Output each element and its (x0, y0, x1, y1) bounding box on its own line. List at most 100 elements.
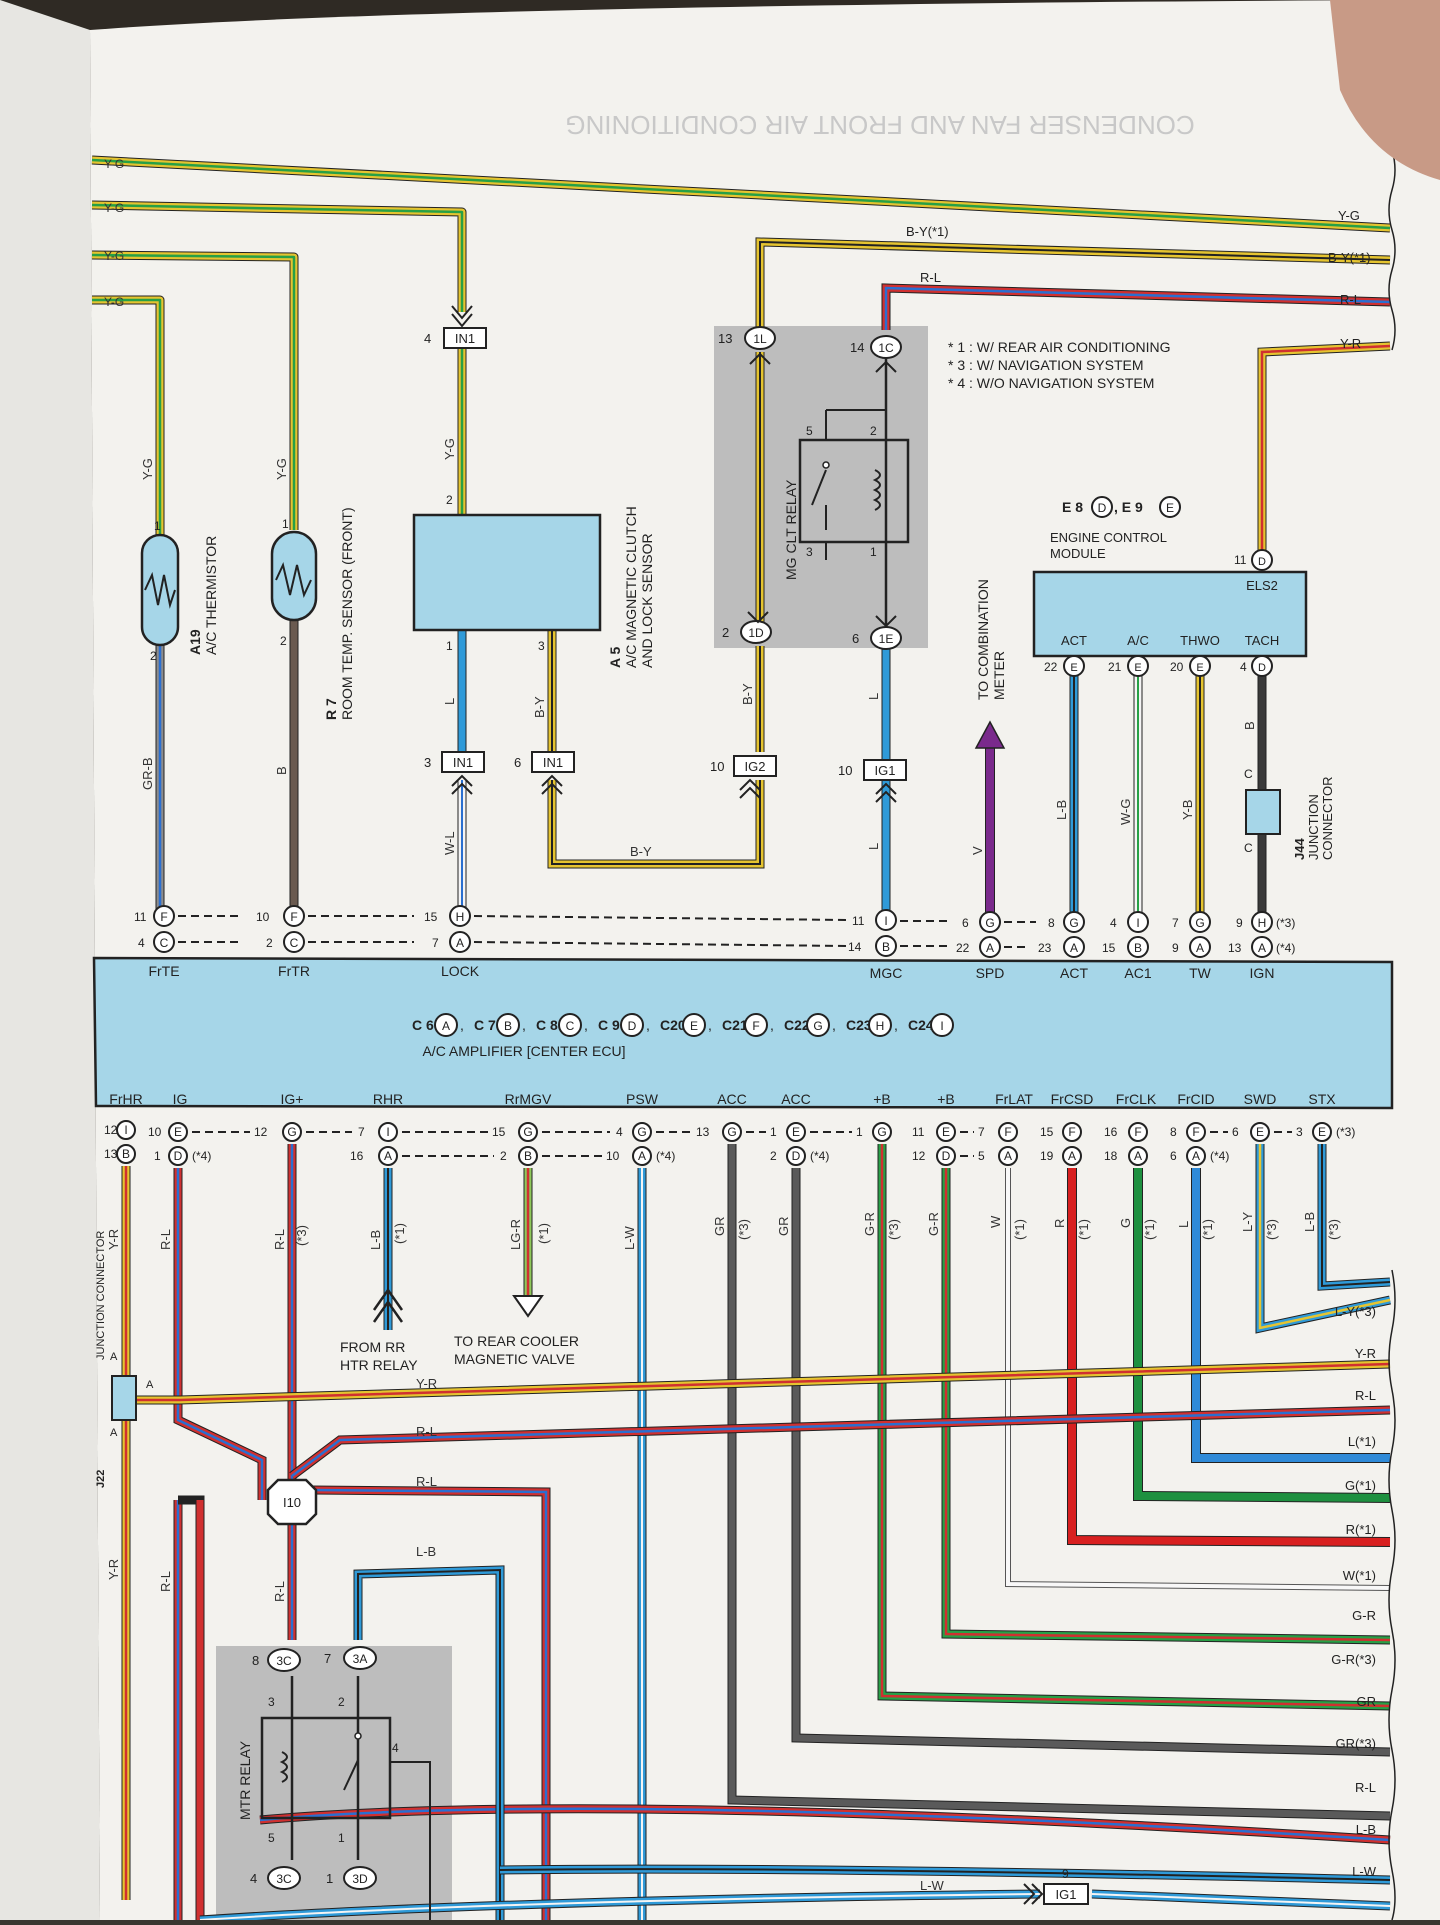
by-loop-wire: B-Y (547, 780, 765, 869)
right-edge-bottom-labels: L-Y(*3)Y-RR-LL(*1)G(*1)R(*1)W(*1)G-RG-R(… (1331, 1304, 1376, 1879)
ecm-conn2: E (1166, 501, 1174, 515)
right-cut-marks (1388, 149, 1396, 1921)
svg-text:A: A (146, 1379, 154, 1391)
svg-text:6: 6 (852, 631, 859, 646)
amp-connector-circle (496, 1013, 520, 1037)
wire-label: R (1052, 1219, 1067, 1228)
a5-name1: A/C MAGNETIC CLUTCH (623, 506, 639, 668)
svg-text:(*1): (*1) (392, 1223, 407, 1244)
edge-label: G-R(*3) (1331, 1652, 1376, 1667)
svg-text:1: 1 (326, 1871, 333, 1886)
wire-label: R-L (416, 1424, 437, 1439)
j44-c-label: C (1244, 767, 1253, 781)
edge-label: R(*1) (1346, 1522, 1376, 1537)
edge-label: W(*1) (1343, 1568, 1376, 1583)
svg-text:6: 6 (1232, 1125, 1239, 1139)
amp-pin-psw: PSW (626, 1091, 659, 1107)
svg-text:G: G (985, 916, 994, 930)
svg-text:I: I (884, 914, 887, 928)
svg-text:14: 14 (850, 340, 864, 355)
svg-text:4: 4 (250, 1871, 257, 1886)
wire-label: B-Y (532, 696, 547, 718)
j22-id: J22 (95, 1470, 107, 1488)
amp-bottom-pins: FrHR IG IG+ RHR RrMGV PSW ACC ACC +B +B … (109, 1091, 1336, 1107)
edge-label: Y-R (1355, 1346, 1376, 1361)
svg-text:1: 1 (154, 519, 161, 533)
rear-cooler-arrow (512, 1295, 544, 1318)
svg-text:11: 11 (912, 1125, 925, 1139)
edge-label-by1: B-Y(*1) (1328, 250, 1371, 265)
ecm-pin-tach: TACH (1245, 633, 1279, 648)
in1-connector-6: IN1 6 (514, 751, 575, 795)
svg-text:10: 10 (148, 1125, 162, 1139)
svg-text:19: 19 (1040, 1149, 1054, 1163)
svg-text:6: 6 (514, 755, 521, 770)
r7-room-temp-sensor: 1 2 Y-G B R 7 ROOM TEMP. SENSOR (FRONT) (270, 458, 355, 912)
amp-connector-separator: , (708, 1017, 712, 1033)
svg-text:7: 7 (1172, 916, 1179, 930)
svg-text:5: 5 (806, 424, 813, 438)
svg-text:2: 2 (722, 625, 729, 640)
r7-id: R 7 (323, 698, 339, 720)
svg-text:22: 22 (956, 941, 970, 955)
wire-label: R-L (272, 1581, 287, 1602)
wire-label: W-G (1118, 799, 1133, 825)
amp-pin-frcsd: FrCSD (1051, 1091, 1094, 1107)
svg-text:(*3): (*3) (736, 1219, 751, 1240)
connector-label: 3D (352, 1872, 368, 1886)
svg-text:E: E (1318, 1125, 1326, 1139)
edge-label: L-B (1356, 1822, 1376, 1837)
edge-label: Y-G (104, 249, 124, 263)
amp-pin-igplus: IG+ (281, 1091, 304, 1107)
svg-text:12: 12 (254, 1125, 268, 1139)
svg-text:(*3): (*3) (886, 1219, 901, 1240)
svg-text:(*1): (*1) (1012, 1219, 1027, 1240)
amp-connector-separator: , (522, 1017, 526, 1033)
wire-label: L-W (622, 1225, 637, 1250)
svg-text:12: 12 (104, 1123, 118, 1137)
j44-id: J44 (1292, 838, 1307, 860)
svg-text:E: E (1134, 662, 1141, 674)
wire-label: L (1176, 1221, 1191, 1228)
svg-text:E: E (1196, 662, 1203, 674)
amp-connector-id: C 8 (536, 1017, 558, 1033)
svg-text:D: D (1258, 662, 1266, 674)
amp-pin-ign: IGN (1250, 965, 1275, 981)
ecm-name1: ENGINE CONTROL (1050, 530, 1167, 545)
wire-label: B-Y (630, 844, 652, 859)
svg-text:4: 4 (392, 1741, 399, 1755)
ecm-name2: MODULE (1050, 546, 1106, 561)
amp-connector-circle (868, 1013, 892, 1037)
j22-name: JUNCTION CONNECTOR (95, 1231, 107, 1360)
edge-label-rl: R-L (1340, 292, 1361, 307)
lock-wire: W-L (442, 780, 467, 912)
ecm-title2: , E 9 (1114, 499, 1143, 515)
svg-text:(*3): (*3) (1276, 916, 1295, 930)
wire-label: L (442, 698, 457, 705)
rr-htr-arrow (372, 1287, 404, 1323)
svg-text:4: 4 (424, 331, 431, 346)
svg-text:2: 2 (870, 424, 877, 438)
relay-top-wires (755, 237, 1391, 552)
ig1-connector: IG1 10 (838, 759, 907, 803)
svg-text:(*1): (*1) (1142, 1219, 1157, 1240)
connector-pin: 9 (1062, 1867, 1069, 1881)
svg-text:2: 2 (280, 634, 287, 648)
connector-label: 3A (353, 1652, 368, 1666)
edge-label: L-W (1352, 1864, 1377, 1879)
svg-text:1: 1 (446, 639, 453, 653)
amp-pin-lock: LOCK (441, 963, 480, 979)
svg-text:A: A (1070, 941, 1078, 955)
svg-text:4: 4 (616, 1125, 623, 1139)
amp-pin-swd: SWD (1244, 1091, 1277, 1107)
svg-text:H: H (456, 910, 465, 924)
svg-text:I: I (386, 1125, 389, 1139)
svg-text:2: 2 (150, 649, 157, 663)
left-edge-labels: Y-G Y-G Y-G Y-G (104, 157, 124, 309)
svg-text:D: D (792, 1149, 801, 1163)
amp-pin-mgc: MGC (870, 965, 903, 981)
svg-text:(*3): (*3) (1326, 1219, 1341, 1240)
svg-text:1: 1 (770, 1125, 777, 1139)
note-1: * 1 : W/ REAR AIR CONDITIONING (948, 339, 1170, 355)
